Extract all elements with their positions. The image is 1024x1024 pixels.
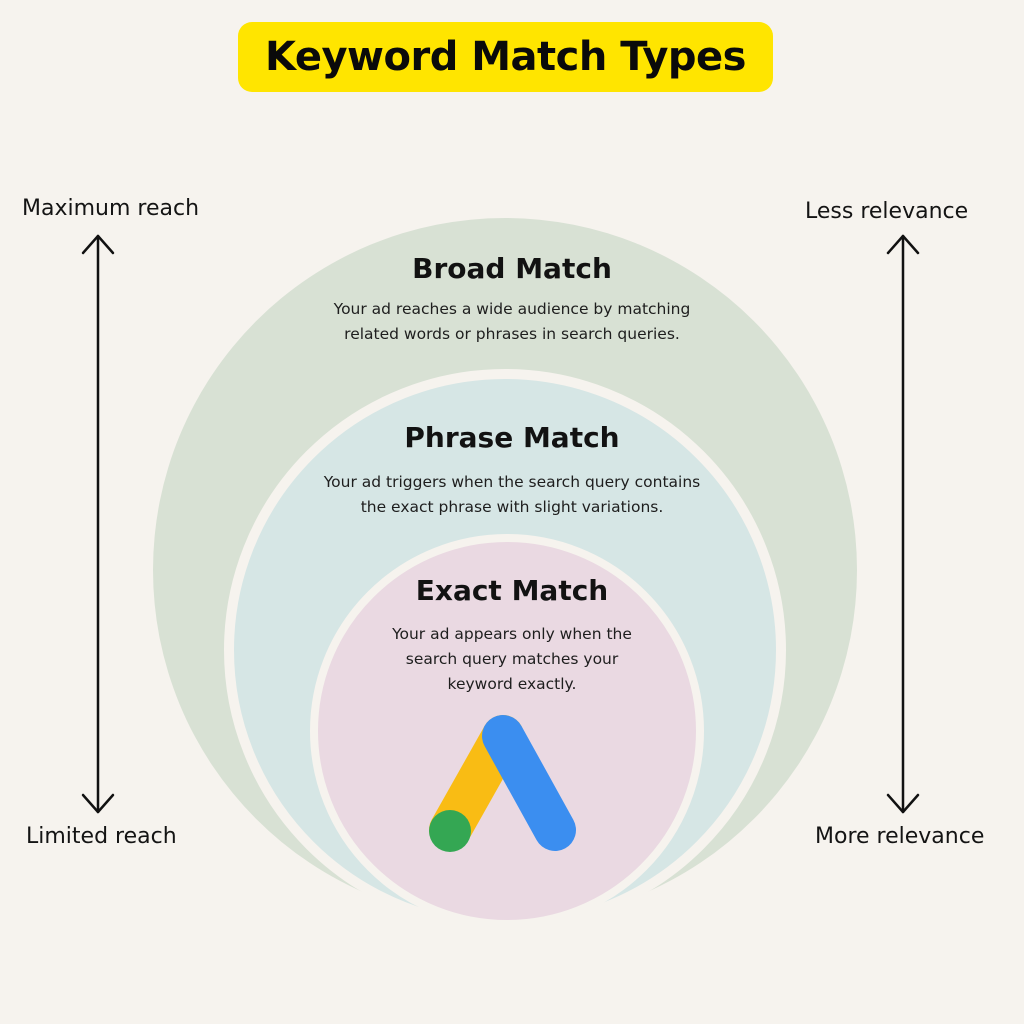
phrase-match-title: Phrase Match bbox=[404, 421, 620, 454]
google-ads-logo-icon bbox=[429, 715, 576, 852]
exact-match-desc-line: Your ad appears only when the bbox=[392, 625, 632, 643]
broad-match-desc-line: related words or phrases in search queri… bbox=[344, 325, 680, 343]
less-relevance-label: Less relevance bbox=[805, 199, 969, 224]
reach-arrow bbox=[81, 234, 115, 814]
exact-match-desc-line: keyword exactly. bbox=[447, 675, 577, 693]
title-banner: Keyword Match Types bbox=[238, 22, 773, 92]
phrase-match-description: Your ad triggers when the search query c… bbox=[0, 470, 1024, 520]
exact-match-desc-line: search query matches your bbox=[405, 650, 619, 668]
relevance-arrow bbox=[886, 234, 920, 814]
broad-match-title: Broad Match bbox=[412, 252, 612, 285]
phrase-match-desc-line: the exact phrase with slight variations. bbox=[360, 498, 664, 516]
broad-match-description: Your ad reaches a wide audience by match… bbox=[0, 297, 1024, 347]
phrase-match-desc-line: Your ad triggers when the search query c… bbox=[323, 473, 701, 491]
page-title: Keyword Match Types bbox=[265, 34, 746, 80]
limited-reach-label: Limited reach bbox=[26, 824, 177, 849]
more-relevance-label: More relevance bbox=[815, 824, 985, 849]
exact-match-description: Your ad appears only when the search que… bbox=[0, 622, 1024, 697]
exact-match-title: Exact Match bbox=[415, 574, 609, 607]
broad-match-desc-line: Your ad reaches a wide audience by match… bbox=[333, 300, 691, 318]
maximum-reach-label: Maximum reach bbox=[22, 196, 200, 221]
